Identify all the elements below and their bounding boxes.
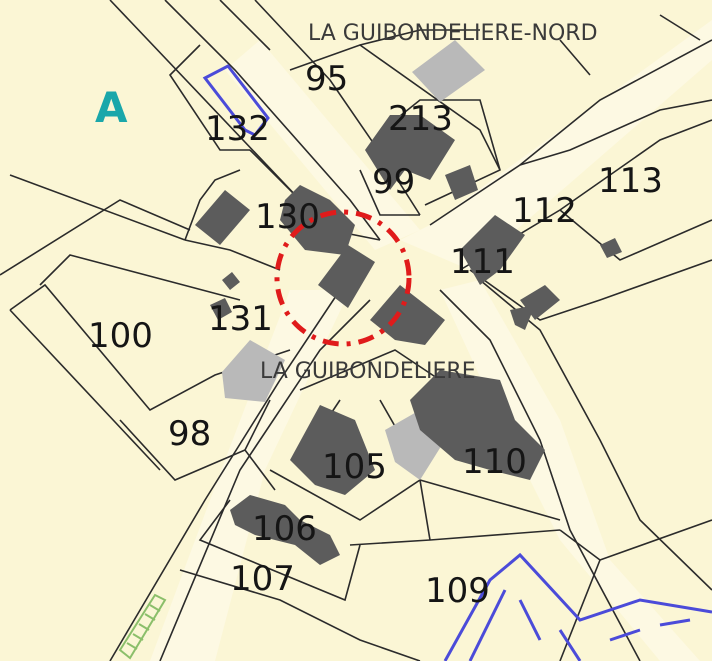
highlight-circle (274, 209, 412, 347)
place-label-north: LA GUIBONDELIERE-NORD (308, 21, 598, 46)
green-hatched-strip (118, 593, 167, 660)
plot-number-100: 100 (88, 316, 153, 356)
plot-number-131: 131 (208, 299, 273, 339)
plot-number-112: 112 (512, 191, 577, 231)
road-south-east (440, 280, 700, 661)
plot-number-109: 109 (425, 571, 490, 611)
plot-number-132: 132 (205, 109, 270, 149)
plot-number-98: 98 (168, 414, 211, 454)
plot-number-111: 111 (450, 242, 515, 282)
place-label-center: LA GUIBONDELIERE (260, 359, 476, 384)
plot-number-95: 95 (305, 59, 348, 99)
protected-zones (202, 64, 712, 661)
protected-zone-north (202, 64, 270, 137)
plot-number-130: 130 (255, 197, 320, 237)
buildings (195, 115, 622, 565)
plot-number-113: 113 (598, 161, 663, 201)
annex-buildings (222, 40, 485, 480)
plot-number-213: 213 (388, 99, 453, 139)
plot-number-105: 105 (322, 447, 387, 487)
panel-label: A (95, 83, 128, 132)
plot-number-110: 110 (462, 442, 527, 482)
road-north-west (225, 40, 420, 250)
plot-number-99: 99 (372, 162, 415, 202)
plot-number-107: 107 (230, 559, 295, 599)
plot-number-106: 106 (252, 509, 317, 549)
road-south-west (150, 290, 350, 661)
protected-zone-south (443, 552, 712, 661)
